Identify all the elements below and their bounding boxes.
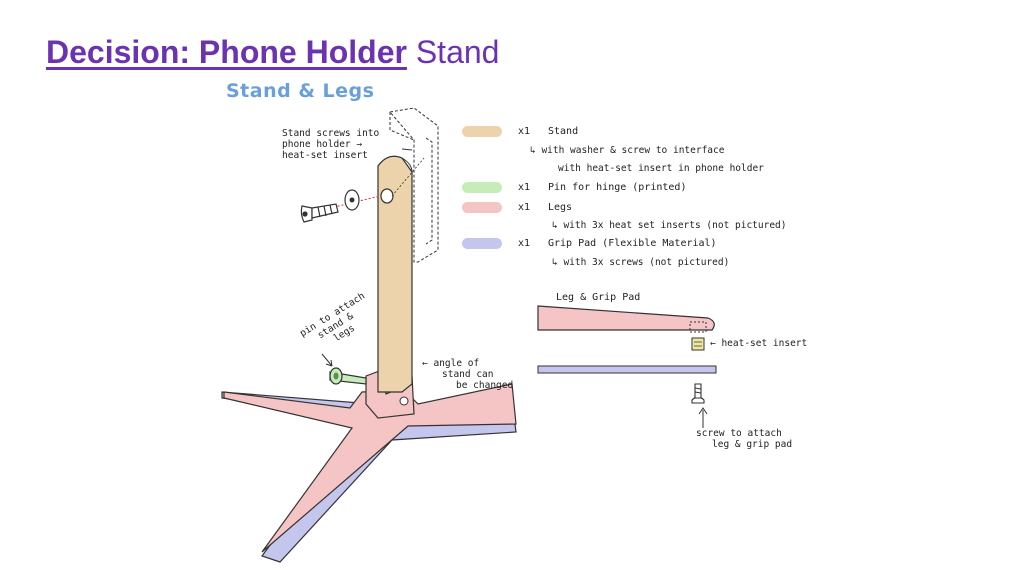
legend-sub-grip-1: ↳ with 3x screws (not pictured) (552, 257, 730, 268)
diagram-subtitle: Stand & Legs (226, 80, 375, 102)
screw-shape (300, 203, 339, 223)
legend-swatch-grip (462, 238, 502, 249)
legend-sub-stand-2: with heat-set insert in phone holder (558, 163, 764, 174)
annotation-heat-set: ← heat-set insert (710, 338, 808, 349)
slide-title: Decision: Phone Holder Stand (46, 30, 499, 74)
legs-shape (223, 383, 517, 553)
legend-sub-legs-1: ↳ with 3x heat set inserts (not pictured… (552, 220, 787, 231)
stand-shape (377, 155, 413, 393)
leg-section-shape (537, 305, 715, 331)
small-screw-shape (691, 383, 705, 404)
phone-holder-outline (389, 107, 439, 263)
annotation-stand-screws: Stand screws into phone holder → heat-se… (282, 128, 380, 161)
legend-sub-stand-1: ↳ with washer & screw to interface (530, 145, 725, 156)
title-stand: Stand (415, 34, 500, 70)
leg-grip-title: Leg & Grip Pad (556, 292, 641, 303)
pin-shape (329, 367, 367, 385)
legend-swatch-pin (462, 182, 502, 193)
title-decision: Decision: Phone Holder (46, 34, 407, 70)
heat-set-insert-shape (691, 337, 705, 351)
legend-swatch-stand (462, 126, 502, 137)
annotation-screw-attach: screw to attach leg & grip pad (696, 428, 793, 450)
legend-swatch-legs (462, 202, 502, 213)
grip-section-shape (537, 365, 717, 374)
annotation-angle: ← angle of stand can be changed (422, 358, 514, 391)
